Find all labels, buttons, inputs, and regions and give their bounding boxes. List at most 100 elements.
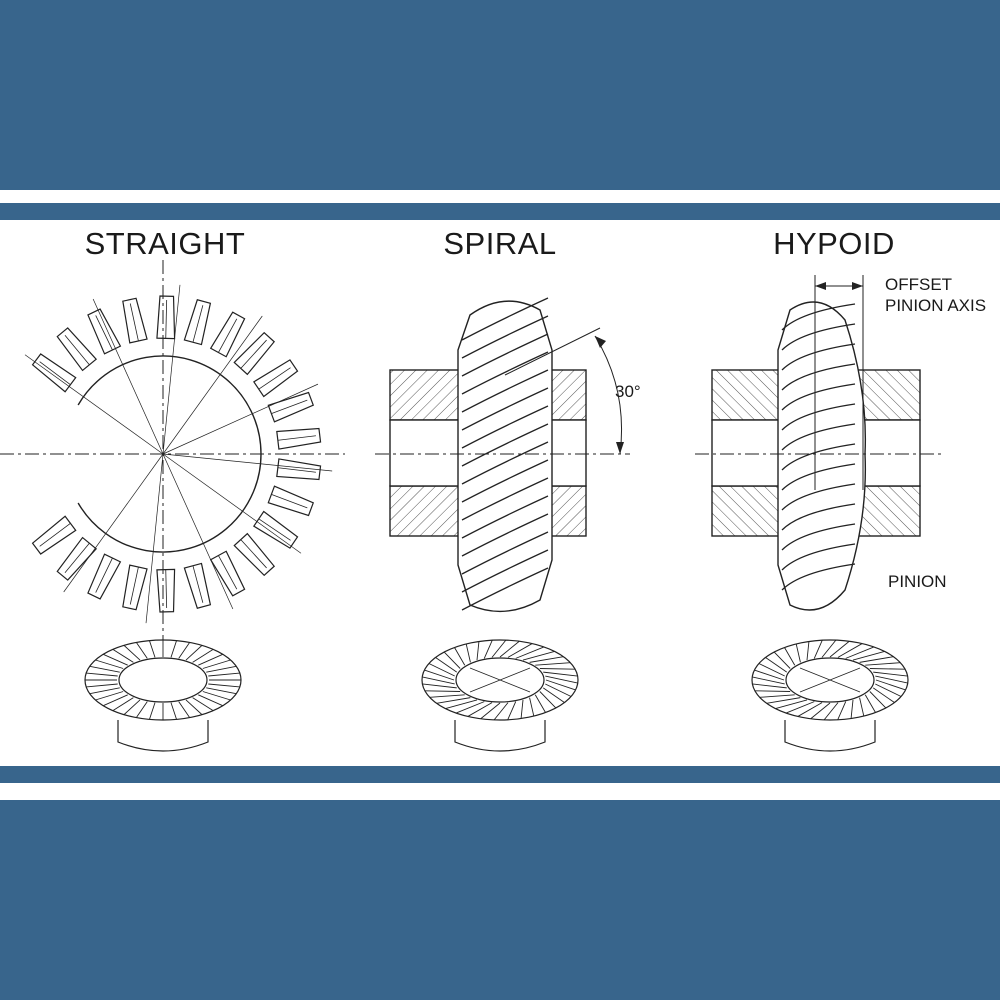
gear-tooth-line [845,646,875,659]
straight-tooth-edge [165,300,168,339]
straight-tooth-edge [218,318,238,353]
gear-cross-line [469,667,531,693]
straight-radial-line [63,453,164,593]
straight-radial-line [145,453,164,624]
spiral-tooth [461,531,549,575]
gear-hub [454,720,546,752]
gear-tooth-line [520,699,524,719]
hypoid-tooth [781,403,856,431]
gear-tooth-line [428,663,455,677]
gear-tooth-line [429,694,465,698]
gear-tooth-line [123,645,141,661]
gear-outer-rim [751,639,909,721]
gear-tooth-line [545,675,578,684]
gear-tooth-line [875,683,902,697]
hypoid-tooth [781,463,856,491]
gear-tooth-line [545,679,576,691]
gear-diagram-panel: STRAIGHT SPIRAL HYPOID OFFSET PINION AXI… [0,220,1000,766]
straight-gear-tooth [122,564,148,611]
straight-gear-tooth [209,550,246,597]
gear-tooth-line [95,691,124,701]
spiral-angle-arrow-top [595,336,606,348]
gear-tooth-line [170,640,177,658]
gear-tooth-line [837,643,863,658]
gear-tooth-line [766,697,801,704]
gear-tooth-line [467,702,493,717]
gear-tooth-line [813,640,823,659]
hypoid-offset-arrow-right [852,282,863,290]
gear-tooth-line [135,701,148,718]
straight-gear-tooth [156,295,176,340]
gear-tooth-line [823,702,839,721]
straight-tooth-edge [39,361,71,385]
gear-tooth-line [542,687,565,703]
straight-tooth-edge [240,539,267,569]
straight-radial-line [24,354,164,455]
gear-tooth-line [795,643,801,663]
gear-tooth-line [875,675,908,684]
spiral-tooth [461,405,549,449]
gear-tooth-line [424,669,455,681]
gear-tooth-line [424,690,461,692]
straight-tooth-edge [64,543,90,574]
spiral-angle-arrow-bottom [616,442,624,454]
bottom-banner [0,800,1000,1000]
gear-tooth-line [535,662,571,666]
hypoid-gear-section [711,301,921,611]
spiral-tooth [461,369,549,413]
straight-tooth-edge [271,494,308,509]
gear-tooth-line [869,668,906,670]
straight-tooth-edge [271,399,308,414]
gear-tooth-line [539,691,557,709]
straight-tooth-edge [240,339,267,369]
straight-tooth-edge [258,518,291,541]
gear-tooth-line [445,699,478,710]
gear-tooth-line [758,663,785,677]
gear-tooth-line [539,668,576,670]
gear-tooth-line [545,683,572,697]
hypoid-tooth [781,423,856,451]
hypoid-perspective-gear [751,639,909,752]
gear-tooth-line [873,671,908,677]
gear-tooth-line [491,639,507,658]
hypoid-tooth [781,563,856,591]
gear-tooth-line [529,656,564,663]
gear-tooth-line [443,651,461,669]
spiral-tooth [461,459,549,503]
straight-gear-tooth [87,308,122,355]
gear-tooth-line [476,641,480,661]
gear-tooth-line [859,697,865,717]
spiral-tooth [461,495,549,539]
gear-tooth-line [759,694,795,698]
straight-gear-tooth [122,297,148,344]
gear-tooth-line [775,699,808,710]
straight-tooth-edge [218,555,238,590]
spiral-tooth [461,423,549,467]
gear-tooth-line [534,694,546,713]
bottom-rule [0,766,1000,783]
gear-tooth-line [480,702,501,720]
gear-tooth-line [123,699,141,715]
spiral-tooth [461,387,549,431]
top-rule [0,203,1000,220]
title-hypoid: HYPOID [773,226,895,261]
spiral-tooth [461,441,549,485]
straight-gear-tooth [209,311,246,358]
gear-tooth-line [422,676,455,685]
straight-radial-line [162,453,234,610]
straight-gear-tooth [252,359,299,398]
gear-tooth-line [837,701,847,720]
gear-tooth-line [784,647,796,666]
straight-gear-tooth [276,458,322,481]
straight-gear-tooth [56,536,98,581]
gear-tooth-line [806,641,810,661]
spiral-perspective-gear [421,639,579,752]
straight-gear-tooth [276,427,322,450]
hypoid-tooth [781,323,856,351]
hypoid-tooth [781,303,856,331]
straight-gear-tooth [56,327,98,372]
hypoid-tooth [781,543,856,571]
gear-outer-rim [421,639,579,721]
gear-tooth-line [507,701,517,720]
gear-tooth-line [522,650,555,661]
